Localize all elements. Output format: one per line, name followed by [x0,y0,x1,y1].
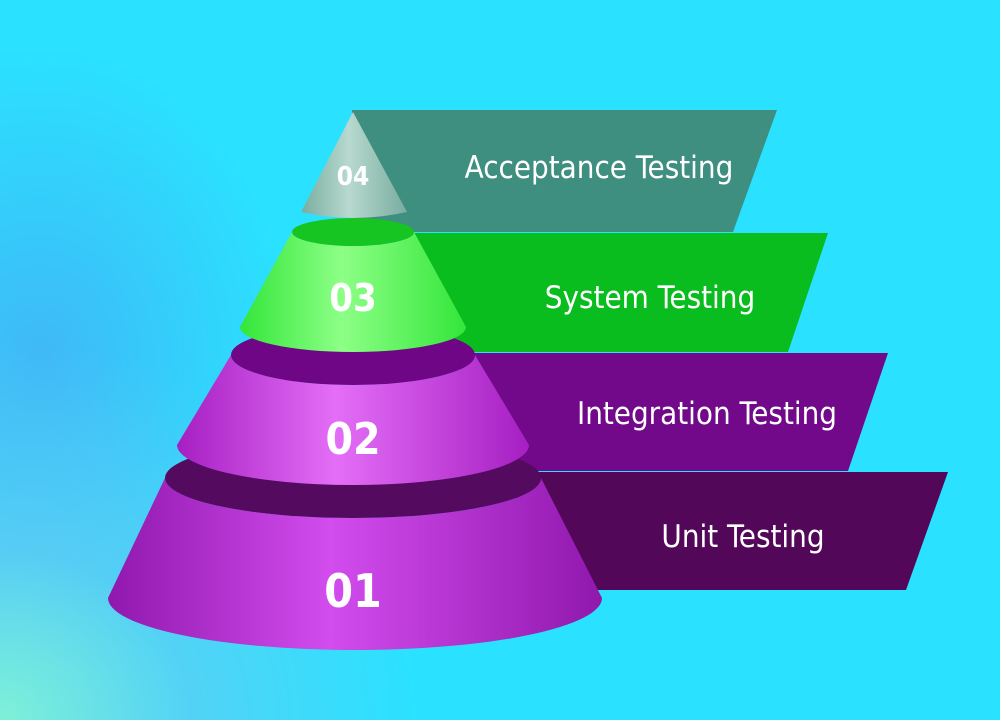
tier-01-number: 01 [324,564,382,618]
tier-04-label: Acceptance Testing [465,150,734,186]
tier-04-banner [352,110,777,232]
tier-04-number: 04 [337,162,370,192]
tier-02-banner [460,353,888,471]
tier-02-number: 02 [325,414,380,465]
tier-04-cone-tip [301,112,407,218]
tier-03-cone-top [292,218,414,246]
tier-03-banner [405,233,828,352]
tier-02-label: Integration Testing [577,396,837,432]
tier-03-label: System Testing [545,280,755,316]
tier-01-cone-body [108,478,602,650]
tier-03-number: 03 [329,276,377,320]
tier-03-cone-body [240,232,466,352]
tier-01-banner [515,472,948,590]
tier-01-label: Unit Testing [661,519,824,555]
tier-02-cone-body [177,355,529,485]
